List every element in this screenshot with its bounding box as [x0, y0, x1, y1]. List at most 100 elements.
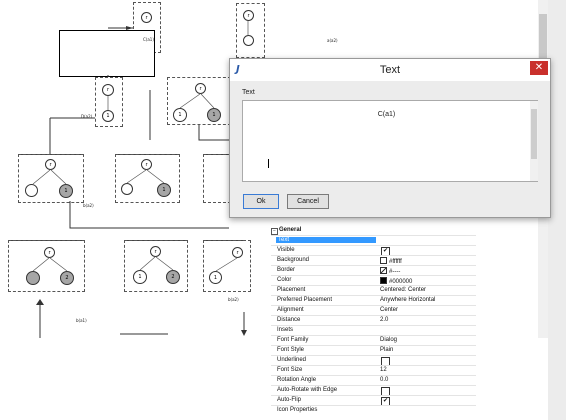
group-box[interactable] — [18, 154, 84, 203]
prop-key: Background — [277, 257, 310, 263]
close-button[interactable]: ✕ — [530, 61, 548, 75]
text-section-label: Text — [242, 89, 255, 96]
group-box[interactable] — [203, 240, 251, 292]
prop-key: Preferred Placement — [277, 297, 333, 303]
group-box[interactable] — [124, 240, 188, 292]
prop-value[interactable]: Center — [380, 307, 399, 313]
prop-key: Color — [277, 277, 292, 283]
prop-key: Text — [276, 237, 376, 243]
group-box[interactable] — [8, 240, 85, 292]
text-caret — [268, 159, 269, 168]
prop-row-background[interactable]: Background #ffffff — [271, 255, 476, 266]
prop-key: Font Size — [277, 367, 303, 373]
prop-key: Font Family — [277, 337, 309, 343]
tree-node-shaded[interactable]: 1 — [59, 184, 73, 198]
color-swatch — [380, 257, 387, 264]
cancel-button[interactable]: Cancel — [287, 194, 329, 209]
prop-row-font-family[interactable]: Font Family Dialog — [271, 335, 476, 346]
prop-key: Visible — [277, 247, 295, 253]
tree-node[interactable] — [243, 35, 254, 46]
tree-node-shaded[interactable]: 1 — [207, 108, 221, 122]
prop-value[interactable]: #000000 — [380, 277, 412, 285]
prop-key: Auto-Rotate with Edge — [277, 387, 338, 393]
group-title: General — [279, 227, 302, 233]
group-box[interactable] — [115, 154, 180, 203]
dialog-title: Text — [379, 64, 401, 76]
group-box[interactable] — [95, 77, 123, 127]
scrollbar-thumb[interactable] — [531, 109, 537, 159]
group-header-general[interactable]: − General — [271, 227, 476, 235]
prop-value[interactable]: #---- — [380, 267, 400, 275]
color-swatch — [380, 277, 387, 284]
tree-node[interactable]: r — [150, 246, 161, 257]
diagram-canvas[interactable]: r r a(a2) C(a1) r 1 D(a2) r 1 1 r 1 r 1 … — [0, 0, 538, 420]
tree-node[interactable]: r — [141, 159, 152, 170]
edge-label: D(a2) — [81, 114, 93, 119]
prop-row-color[interactable]: Color #000000 — [271, 275, 476, 286]
edge-label: b(a2) — [228, 297, 239, 302]
right-gutter — [548, 0, 566, 420]
text-area[interactable]: C(a1) — [242, 100, 538, 182]
prop-value[interactable]: 2.0 — [380, 317, 389, 323]
prop-row-placement[interactable]: Placement Centered: Center — [271, 285, 476, 296]
rectangle-shape[interactable] — [59, 30, 155, 77]
prop-key: Auto-Flip — [277, 397, 302, 403]
prop-row-border[interactable]: Border #---- — [271, 265, 476, 276]
prop-value[interactable]: Dialog — [380, 337, 398, 343]
tree-node[interactable]: r — [141, 12, 152, 23]
tree-node[interactable]: r — [243, 10, 254, 21]
prop-value[interactable]: Anywhere Horizontal — [380, 297, 436, 303]
tree-node[interactable]: r — [232, 247, 243, 258]
border-swatch-icon — [380, 267, 387, 274]
ok-button[interactable]: Ok — [243, 194, 279, 209]
text-dialog: J Text ✕ Text C(a1) Ok Cancel — [229, 58, 551, 218]
dialog-title-bar[interactable]: J Text ✕ — [230, 59, 550, 81]
prop-row-font-size[interactable]: Font Size 12 — [271, 365, 476, 376]
prop-row-distance[interactable]: Distance 2.0 — [271, 315, 476, 326]
tree-node[interactable]: 1 — [102, 110, 114, 122]
group-box[interactable] — [236, 3, 265, 58]
tree-node[interactable]: r — [102, 84, 114, 96]
tree-node[interactable]: 1 — [133, 270, 147, 284]
tree-node-shaded[interactable]: 2 — [60, 271, 74, 285]
tree-node[interactable]: 1 — [209, 271, 222, 284]
prop-key: Font Style — [277, 347, 305, 353]
text-area-value: C(a1) — [377, 111, 396, 118]
edge-label: b(a1) — [76, 318, 87, 323]
prop-row-preferred-placement[interactable]: Preferred Placement Anywhere Horizontal — [271, 295, 476, 306]
scrollbar-thumb[interactable] — [539, 14, 547, 74]
edge-label: b(a2) — [83, 203, 94, 208]
app-icon: J — [236, 64, 240, 75]
prop-key: Insets — [277, 327, 294, 333]
tree-node[interactable] — [25, 184, 38, 197]
tree-node[interactable]: r — [195, 83, 206, 94]
tree-node[interactable]: 1 — [173, 108, 187, 122]
prop-key: Rotation Angle — [277, 377, 317, 383]
prop-key: Placement — [277, 287, 306, 293]
prop-value[interactable]: Plain — [380, 347, 394, 353]
prop-value[interactable]: 12 — [380, 367, 387, 373]
prop-key: Underlined — [277, 357, 307, 363]
prop-row-icon-properties[interactable]: Icon Properties — [271, 405, 476, 416]
tree-node-shaded[interactable]: 2 — [166, 270, 180, 284]
prop-value[interactable]: 0.0 — [380, 377, 389, 383]
tree-node[interactable] — [121, 183, 133, 195]
prop-value[interactable]: #ffffff — [380, 257, 402, 265]
tree-node-shaded[interactable] — [26, 271, 40, 285]
prop-key: Alignment — [277, 307, 304, 313]
prop-row-rotation-angle[interactable]: Rotation Angle 0.0 — [271, 375, 476, 386]
connector-lines — [32, 21, 249, 338]
prop-row-font-style[interactable]: Font Style Plain — [271, 345, 476, 356]
prop-row-insets[interactable]: Insets — [271, 325, 476, 336]
collapse-icon[interactable]: − — [271, 228, 278, 235]
tree-node[interactable]: r — [45, 159, 56, 170]
properties-panel: − General Text Visible ✔ Background #fff… — [271, 227, 476, 420]
tree-node-shaded[interactable]: 1 — [157, 183, 171, 197]
prop-row-text[interactable]: Text — [271, 235, 476, 246]
prop-value[interactable]: Centered: Center — [380, 287, 427, 293]
prop-row-alignment[interactable]: Alignment Center — [271, 305, 476, 316]
edge-label: C(a1) — [143, 37, 154, 42]
text-area-scrollbar[interactable] — [530, 101, 538, 181]
tree-node[interactable]: r — [44, 247, 55, 258]
prop-key: Distance — [277, 317, 301, 323]
